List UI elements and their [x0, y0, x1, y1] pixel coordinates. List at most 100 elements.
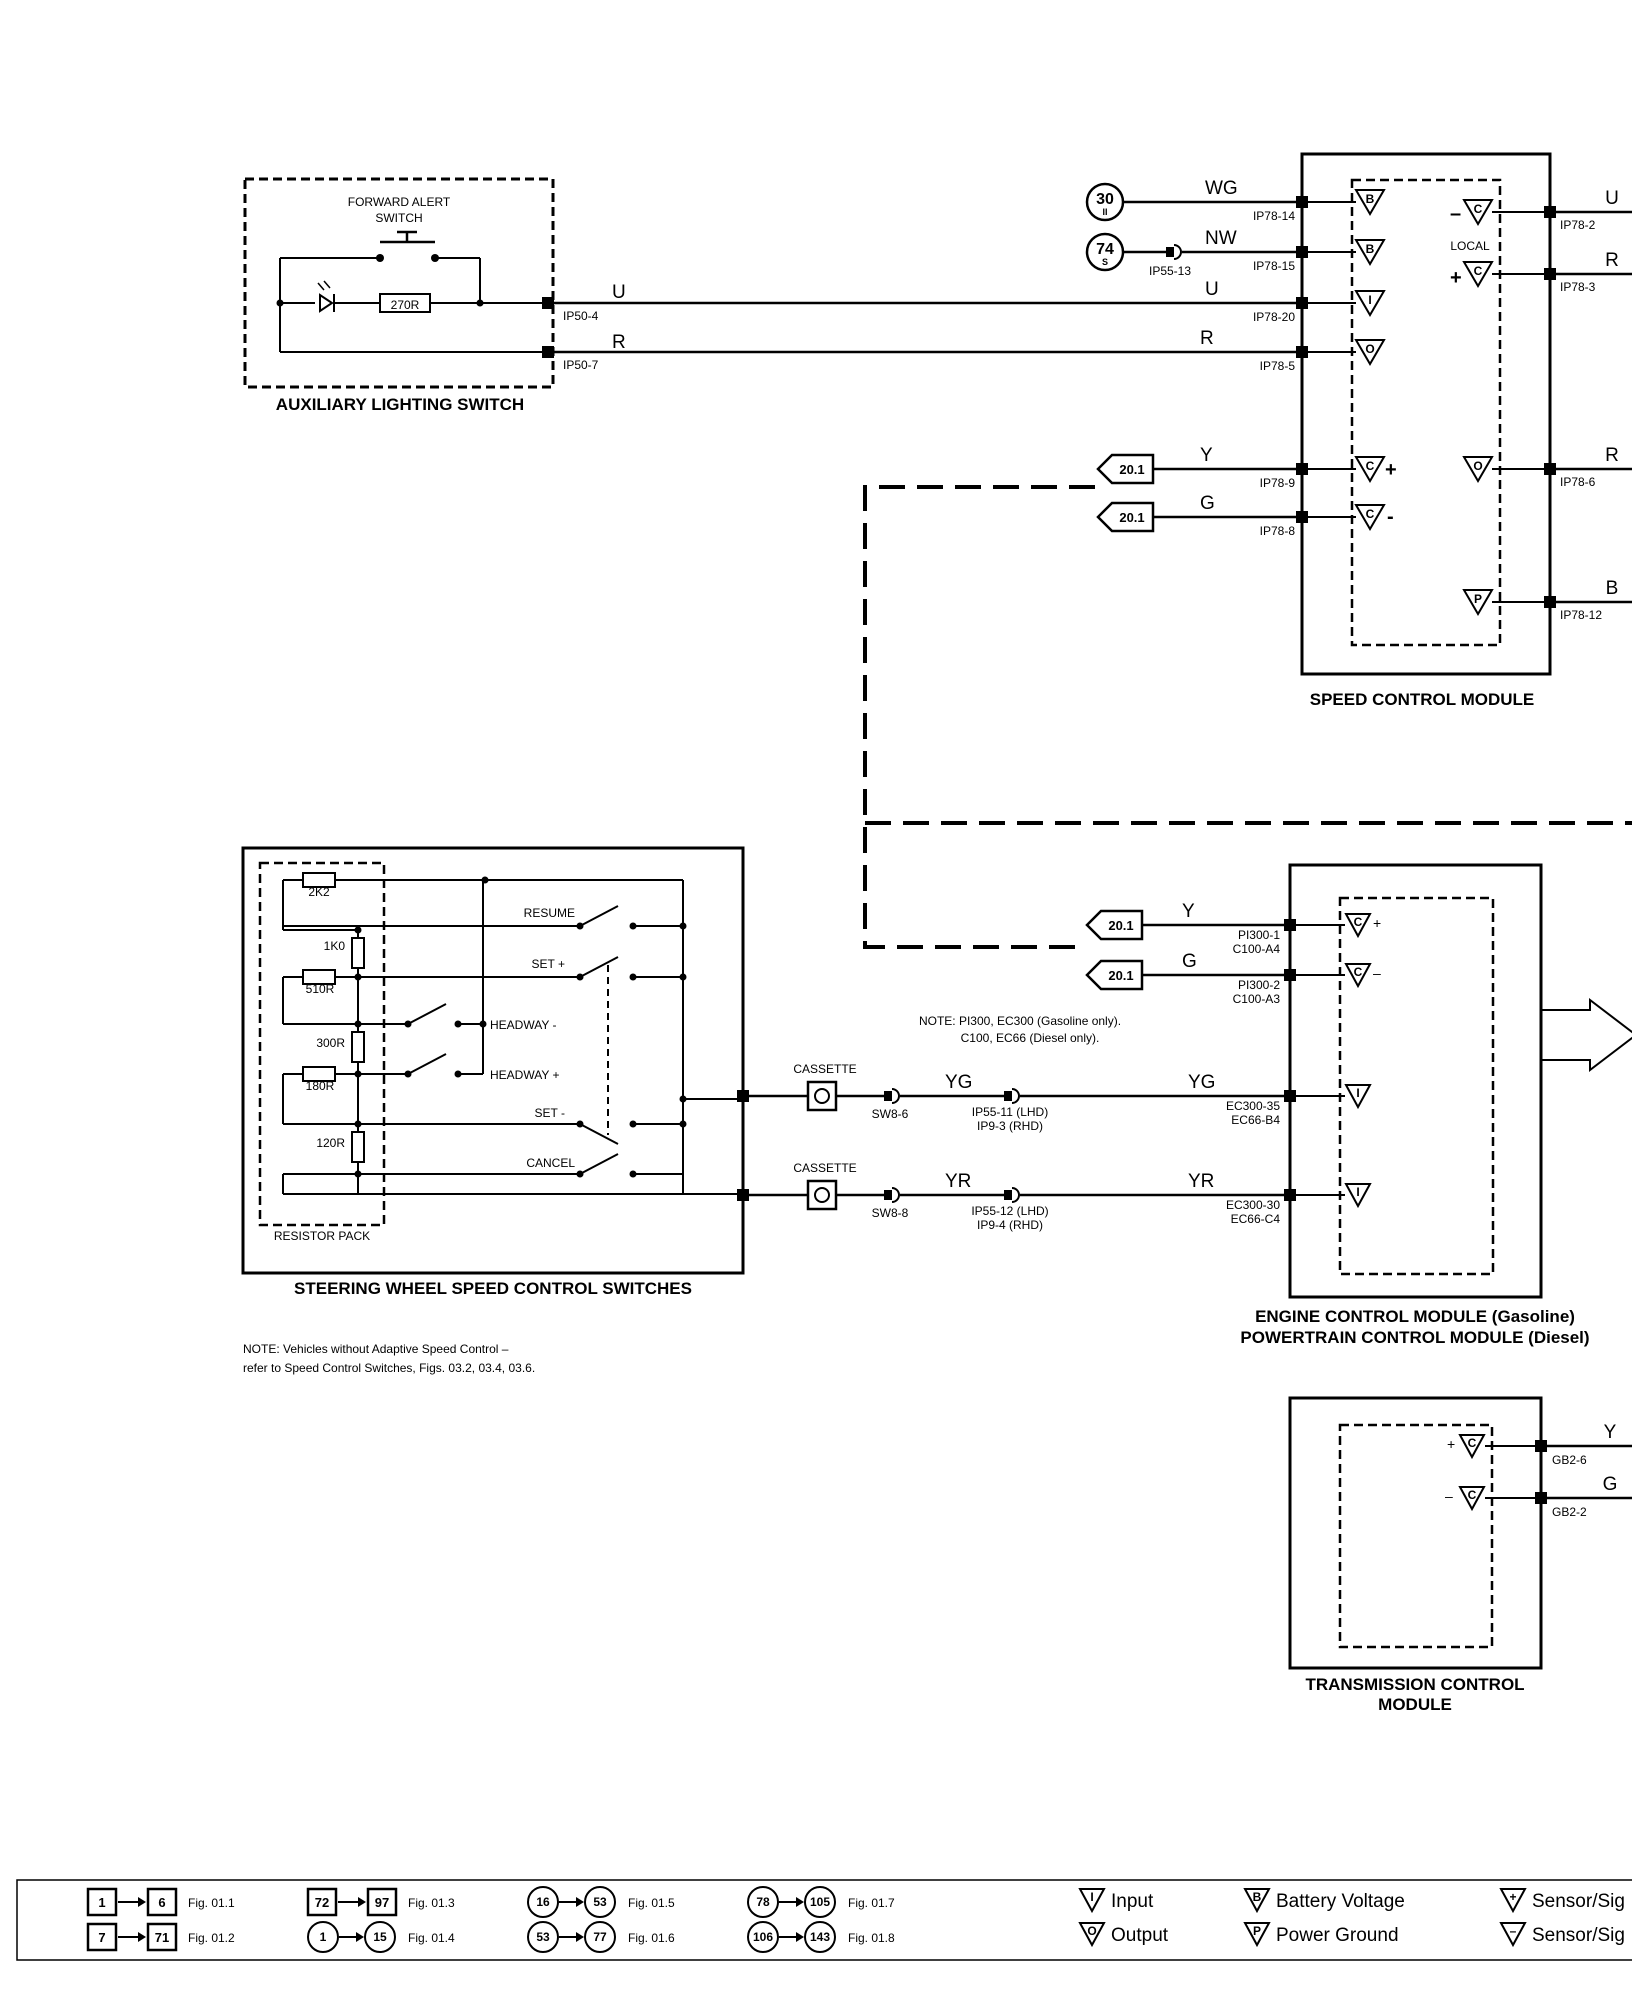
local-label: LOCAL [1450, 239, 1490, 253]
aux-pin-r-label: IP50-7 [563, 358, 599, 372]
scm-out-wire-label-4: B [1606, 578, 1619, 599]
legend-fig-label-5: Fig. 01.5 [628, 1896, 675, 1910]
legend-sensor-plus-label: Sensor/Sig [1532, 1891, 1625, 1912]
ip55-11-connector [1004, 1088, 1020, 1104]
note-line-1: NOTE: Vehicles without Adaptive Speed Co… [243, 1342, 509, 1356]
tcm-plus: + [1447, 1436, 1455, 1452]
tcm-pin-label-2: GB2-2 [1552, 1505, 1587, 1519]
scm-symbol-right-4-letter: P [1474, 592, 1482, 606]
switch-headway-plus-label: HEADWAY + [490, 1068, 559, 1082]
legend-fig-label-4: Fig. 01.4 [408, 1931, 455, 1945]
wire-yg-label-2: YG [1188, 1072, 1215, 1093]
ecm-pin-label-4b: EC66-C4 [1231, 1212, 1281, 1226]
legend-ref-number: 15 [373, 1930, 387, 1944]
wire-yr-label-2: YR [1188, 1171, 1214, 1192]
legend-ref-circle [747, 1921, 779, 1953]
legend-ref-number: 78 [756, 1895, 770, 1909]
scm-out-wire-label-2: R [1605, 250, 1619, 271]
ecm-symbol-4: I [1344, 1183, 1372, 1209]
legend-ref-number: 105 [810, 1895, 830, 1909]
resistor-300r-label: 300R [316, 1036, 345, 1050]
scm-wire-label-6: G [1200, 493, 1215, 514]
legend-ref-circle [747, 1886, 779, 1918]
resistor-pack-label: RESISTOR PACK [274, 1229, 370, 1243]
scm-pin-left-label-2: IP78-15 [1253, 259, 1295, 273]
ecm-pin-label-2a: PI300-2 [1238, 978, 1280, 992]
ip9-3-label: IP9-3 (RHD) [977, 1119, 1043, 1133]
legend-fig-label-1: Fig. 01.1 [188, 1896, 235, 1910]
scm-pin-right-label-4: IP78-12 [1560, 608, 1602, 622]
legend-battery-symbol-letter: B [1253, 1890, 1262, 1904]
wire-yg-label-1: YG [945, 1072, 972, 1093]
tcm-symbol-1-letter: C [1468, 1436, 1477, 1450]
legend-ref-circle [584, 1886, 616, 1918]
legend-sensor-plus-symbol: + [1499, 1888, 1527, 1914]
sw-pin-1 [737, 1090, 749, 1102]
note-line-2: refer to Speed Control Switches, Figs. 0… [243, 1361, 535, 1375]
auxiliary-lighting-switch [243, 177, 555, 389]
legend-ref-circle [307, 1921, 339, 1953]
legend-ref-circle [804, 1921, 836, 1953]
ecm-symbol-3: I [1344, 1084, 1372, 1110]
sw8-6-connector [884, 1088, 900, 1104]
scm-symbol-left-5: C [1354, 456, 1386, 483]
ecm-pin-label-2b: C100-A3 [1233, 992, 1281, 1006]
legend-arrowhead [356, 1932, 364, 1942]
scm-out-wire-label-1: U [1605, 188, 1619, 209]
ecm-pin-label-3a: EC300-35 [1226, 1099, 1280, 1113]
offpage-ref-scm-y: 20.1 [1096, 453, 1155, 485]
resistor-270r-label: 270R [391, 298, 420, 312]
ecm-symbol-1: C [1344, 913, 1372, 939]
tcm-wire-y-label: Y [1604, 1422, 1617, 1443]
ref-74: 74S [1096, 241, 1114, 267]
legend-fig-label-3: Fig. 01.3 [408, 1896, 455, 1910]
sw-pin-2 [737, 1189, 749, 1201]
legend-ref-number: 53 [536, 1930, 550, 1944]
legend-arrowhead [796, 1897, 804, 1907]
sw8-8-connector [884, 1187, 900, 1203]
scm-wire-label-3: U [1205, 279, 1219, 300]
scm-symbol-left-3-letter: I [1368, 293, 1371, 307]
legend-arrowhead [138, 1932, 146, 1942]
aux-pin-u [542, 297, 554, 309]
ip55-12-connector [1004, 1187, 1020, 1203]
ecm-plus: + [1373, 915, 1381, 931]
legend-ground-symbol: P [1243, 1922, 1271, 1948]
steering-wheel-switches-title: STEERING WHEEL SPEED CONTROL SWITCHES [294, 1279, 692, 1298]
tcm-title-1: TRANSMISSION CONTROL [1305, 1675, 1524, 1694]
steering-wheel-speed-control-switches [241, 846, 745, 1275]
ecm-title-2: POWERTRAIN CONTROL MODULE (Diesel) [1240, 1328, 1589, 1347]
legend-arrowhead [138, 1897, 146, 1907]
scm-symbol-left-2: B [1354, 239, 1386, 266]
legend-ref-circle [804, 1886, 836, 1918]
legend-sensor-minus-symbol-letter: – [1510, 1924, 1517, 1938]
legend-ref-number: 106 [753, 1930, 773, 1944]
legend-input-label: Input [1111, 1891, 1154, 1912]
legend-battery-label: Battery Voltage [1276, 1891, 1405, 1912]
legend-ref-number: 77 [593, 1930, 607, 1944]
ecm-pin-label-1b: C100-A4 [1233, 942, 1281, 956]
note-ecm-line-1: NOTE: PI300, EC300 (Gasoline only). [919, 1014, 1121, 1028]
legend-output-label: Output [1111, 1925, 1169, 1946]
legend-input-symbol: I [1078, 1888, 1106, 1914]
ecm-minus: – [1373, 965, 1381, 981]
scm-symbol-left-1-letter: B [1366, 192, 1375, 206]
scm-symbol-right-1-letter: C [1474, 202, 1483, 216]
minus-sign-local: – [1450, 203, 1461, 225]
scm-symbol-left-6-letter: C [1366, 507, 1375, 521]
plus-sign: + [1385, 459, 1397, 481]
legend-ground-label: Power Ground [1276, 1925, 1399, 1946]
switch-set-minus-label: SET - [535, 1106, 565, 1120]
scm-symbol-right-2: C [1462, 261, 1494, 288]
speed-control-module [1300, 152, 1552, 676]
tcm-wire-g-label: G [1603, 1474, 1618, 1495]
scm-pin-left-label-4: IP78-5 [1260, 359, 1296, 373]
scm-symbol-right-3-letter: O [1473, 459, 1482, 473]
legend-output-symbol: O [1078, 1922, 1106, 1948]
ecm-symbol-4-letter: I [1356, 1185, 1359, 1199]
switch-set-plus-label: SET + [532, 957, 565, 971]
scm-symbol-left-2-letter: B [1366, 242, 1375, 256]
legend-sensor-plus-symbol-letter: + [1509, 1890, 1516, 1904]
